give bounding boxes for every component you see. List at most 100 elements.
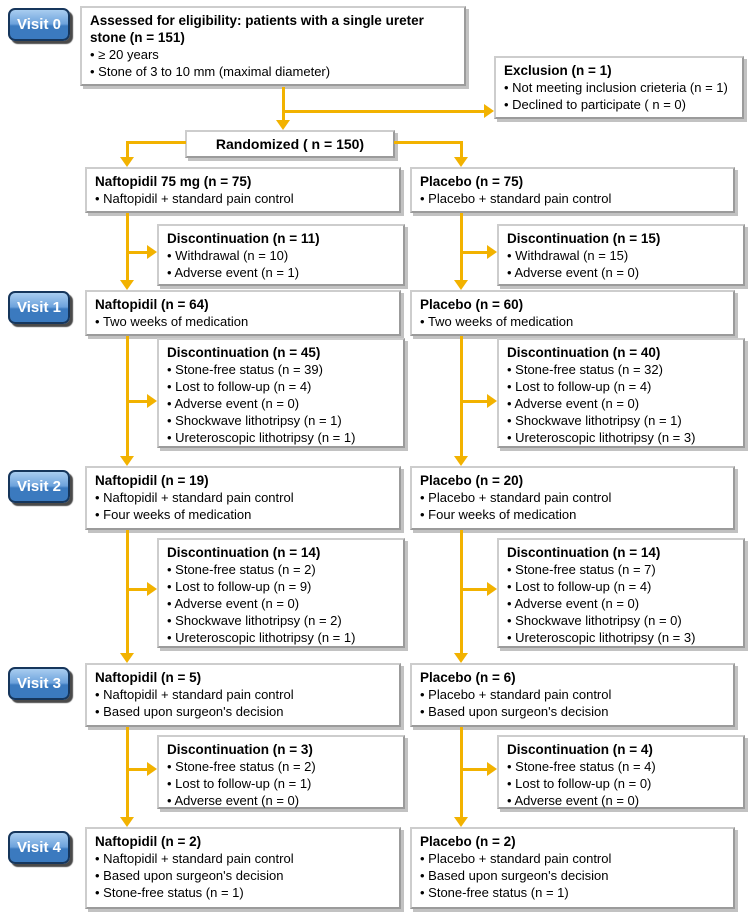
bullet-item: Lost to follow-up (n = 4) <box>507 578 735 595</box>
bullet-item: Stone of 3 to 10 mm (maximal diameter) <box>90 63 456 80</box>
arrow-branch-disc-pla-3 <box>460 588 487 591</box>
box-discontinuation-naftopidil-2: Discontinuation (n = 45) Stone-free stat… <box>157 338 405 448</box>
arrow-branch-disc-pla-2 <box>460 400 487 403</box>
bullet-item: Two weeks of medication <box>95 313 391 330</box>
box-discontinuation-naftopidil-4: Discontinuation (n = 3) Stone-free statu… <box>157 735 405 809</box>
arrow-randomized-left-line <box>128 141 186 144</box>
bullet-item: Based upon surgeon's decision <box>95 703 391 720</box>
bullet-item: Shockwave lithotripsy (n = 1) <box>507 412 735 429</box>
bullet-item: Ureteroscopic lithotripsy (n = 1) <box>167 429 395 446</box>
box-assessed: Assessed for eligibility: patients with … <box>80 6 466 86</box>
box-naftopidil-start: Naftopidil 75 mg (n = 75) Naftopidil + s… <box>85 167 401 213</box>
bullet-item: Based upon surgeon's decision <box>420 703 725 720</box>
box-title: Assessed for eligibility: patients with … <box>90 13 424 45</box>
box-title: Discontinuation (n = 3) <box>167 742 313 757</box>
box-title: Discontinuation (n = 4) <box>507 742 653 757</box>
bullet-item: Lost to follow-up (n = 4) <box>507 378 735 395</box>
arrow-placebo-to-visit1-line <box>460 213 463 281</box>
bullet-item: Not meeting inclusion crieteria (n = 1) <box>504 79 734 96</box>
box-title: Discontinuation (n = 14) <box>167 545 321 560</box>
bullet-item: Based upon surgeon's decision <box>95 867 391 884</box>
arrow-branch-disc-pla-1 <box>460 251 487 254</box>
bullet-item: Placebo + standard pain control <box>420 850 725 867</box>
box-placebo-visit2: Placebo (n = 20) Placebo + standard pain… <box>410 466 735 530</box>
box-placebo-visit3: Placebo (n = 6) Placebo + standard pain … <box>410 663 735 727</box>
box-discontinuation-placebo-2: Discontinuation (n = 40) Stone-free stat… <box>497 338 745 448</box>
bullet-item: ≥ 20 years <box>90 46 456 63</box>
arrow-assessed-to-randomized-line <box>282 87 285 121</box>
bullet-item: Stone-free status (n = 32) <box>507 361 735 378</box>
bullet-item: Stone-free status (n = 1) <box>420 884 725 901</box>
bullet-item: Shockwave lithotripsy (n = 0) <box>507 612 735 629</box>
visit-4-label: Visit 4 <box>8 831 70 864</box>
box-placebo-visit1: Placebo (n = 60) Two weeks of medication <box>410 290 735 336</box>
arrow-branch-disc-pla-4 <box>460 768 487 771</box>
arrow-right-icon <box>147 394 157 408</box>
box-placebo-visit4: Placebo (n = 2) Placebo + standard pain … <box>410 827 735 909</box>
visit-1-label: Visit 1 <box>8 291 70 324</box>
arrow-down-icon <box>120 653 134 663</box>
arrow-randomized-right-line <box>460 141 463 158</box>
bullet-item: Naftopidil + standard pain control <box>95 850 391 867</box>
bullet-item: Stone-free status (n = 39) <box>167 361 395 378</box>
bullet-item: Stone-free status (n = 2) <box>167 758 395 775</box>
arrow-branch-disc-naf-3 <box>126 588 147 591</box>
box-discontinuation-placebo-4: Discontinuation (n = 4) Stone-free statu… <box>497 735 745 809</box>
arrow-down-icon <box>120 456 134 466</box>
bullet-item: Lost to follow-up (n = 9) <box>167 578 395 595</box>
bullet-item: Adverse event (n = 0) <box>507 595 735 612</box>
box-placebo-start: Placebo (n = 75) Placebo + standard pain… <box>410 167 735 213</box>
arrow-right-icon <box>487 762 497 776</box>
box-title: Naftopidil (n = 19) <box>95 473 209 488</box>
arrow-branch-disc-naf-2 <box>126 400 147 403</box>
arrow-down-icon <box>120 280 134 290</box>
bullet-item: Two weeks of medication <box>420 313 725 330</box>
arrow-branch-disc-naf-4 <box>126 768 147 771</box>
arrow-right-icon <box>487 245 497 259</box>
arrow-right-icon <box>147 245 157 259</box>
arrow-down-icon <box>454 456 468 466</box>
bullet-item: Adverse event (n = 0) <box>167 595 395 612</box>
bullet-item: Stone-free status (n = 2) <box>167 561 395 578</box>
box-naftopidil-visit4: Naftopidil (n = 2) Naftopidil + standard… <box>85 827 401 909</box>
box-title: Placebo (n = 20) <box>420 473 524 488</box>
box-title: Placebo (n = 60) <box>420 297 524 312</box>
bullet-item: Placebo + standard pain control <box>420 190 725 207</box>
bullet-item: Ureteroscopic lithotripsy (n = 3) <box>507 629 735 646</box>
box-title: Discontinuation (n = 45) <box>167 345 321 360</box>
box-exclusion: Exclusion (n = 1) Not meeting inclusion … <box>494 56 744 119</box>
arrow-down-icon <box>120 817 134 827</box>
bullet-item: Four weeks of medication <box>95 506 391 523</box>
arrow-right-icon <box>147 582 157 596</box>
box-title: Naftopidil (n = 5) <box>95 670 202 685</box>
arrow-to-exclusion-line <box>282 110 484 113</box>
bullet-item: Adverse event (n = 0) <box>167 792 395 809</box>
box-discontinuation-naftopidil-3: Discontinuation (n = 14) Stone-free stat… <box>157 538 405 648</box>
bullet-item: Withdrawal (n = 10) <box>167 247 395 264</box>
arrow-placebo-to-visit4-line <box>460 727 463 818</box>
bullet-item: Adverse event (n = 1) <box>167 264 395 281</box>
box-randomized: Randomized ( n = 150) <box>185 130 395 158</box>
arrow-right-icon <box>147 762 157 776</box>
arrow-down-icon <box>454 157 468 167</box>
bullet-item: Stone-free status (n = 4) <box>507 758 735 775</box>
bullet-item: Stone-free status (n = 7) <box>507 561 735 578</box>
bullet-item: Four weeks of medication <box>420 506 725 523</box>
bullet-item: Withdrawal (n = 15) <box>507 247 735 264</box>
bullet-item: Lost to follow-up (n = 1) <box>167 775 395 792</box>
bullet-item: Naftopidil + standard pain control <box>95 489 391 506</box>
box-discontinuation-placebo-1: Discontinuation (n = 15) Withdrawal (n =… <box>497 224 745 286</box>
box-title: Placebo (n = 75) <box>420 174 524 189</box>
bullet-item: Lost to follow-up (n = 4) <box>167 378 395 395</box>
bullet-item: Adverse event (n = 0) <box>507 792 735 809</box>
box-title: Placebo (n = 2) <box>420 834 516 849</box>
bullet-item: Placebo + standard pain control <box>420 686 725 703</box>
bullet-item: Shockwave lithotripsy (n = 1) <box>167 412 395 429</box>
arrow-randomized-left-line <box>126 141 129 158</box>
box-title: Discontinuation (n = 11) <box>167 231 320 246</box>
box-title: Exclusion (n = 1) <box>504 63 612 78</box>
bullet-item: Stone-free status (n = 1) <box>95 884 391 901</box>
bullet-item: Naftopidil + standard pain control <box>95 190 391 207</box>
bullet-item: Adverse event (n = 0) <box>507 395 735 412</box>
